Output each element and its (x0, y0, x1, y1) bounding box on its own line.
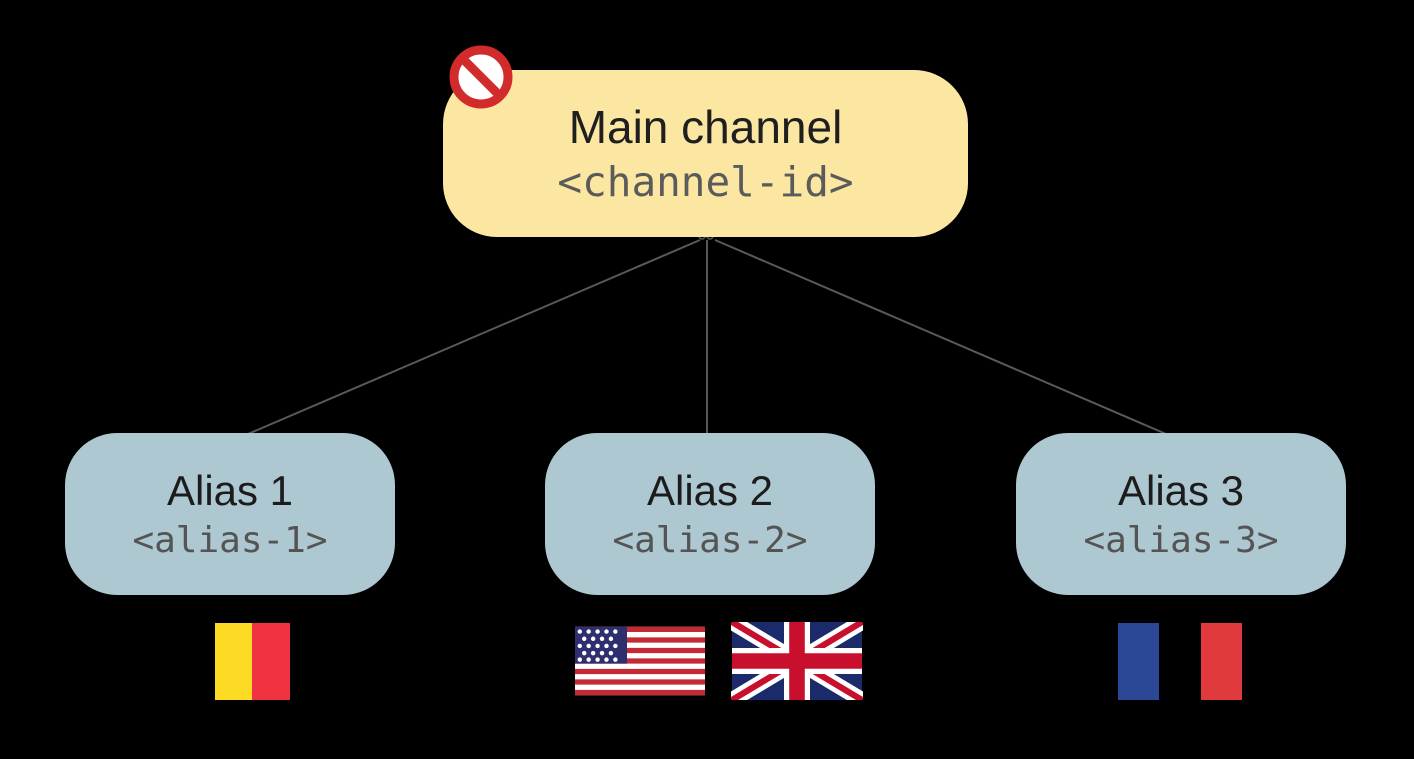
france-flag-icon (1118, 623, 1242, 700)
belgium-flag-icon (177, 623, 290, 700)
alias-1-title: Alias 1 (166, 467, 294, 515)
alias-3-id: <alias-3> (1083, 519, 1279, 561)
alias-3-title: Alias 3 (1117, 467, 1245, 515)
alias-2-id: <alias-2> (612, 519, 808, 561)
france-flag-red-stripe (1200, 623, 1242, 700)
belgium-flag-red-stripe (252, 623, 290, 700)
uk-flag-icon (731, 622, 863, 700)
belgium-flag-yellow-stripe (214, 623, 253, 700)
no-entry-icon (449, 45, 513, 109)
alias-3-node: Alias 3 <alias-3> (1016, 433, 1346, 595)
alias-2-node: Alias 2 <alias-2> (545, 433, 875, 595)
alias-2-title: Alias 2 (646, 467, 774, 515)
alias-1-node: Alias 1 <alias-1> (65, 433, 395, 595)
france-flag-white-stripe (1159, 623, 1200, 700)
main-channel-title: Main channel (568, 101, 843, 154)
france-flag-blue-stripe (1118, 623, 1160, 700)
usa-flag-icon (575, 626, 705, 696)
alias-1-id: <alias-1> (132, 519, 328, 561)
main-channel-node: Main channel <channel-id> (443, 70, 968, 237)
belgium-flag-black-stripe (177, 623, 215, 700)
main-channel-id: <channel-id> (557, 157, 854, 206)
